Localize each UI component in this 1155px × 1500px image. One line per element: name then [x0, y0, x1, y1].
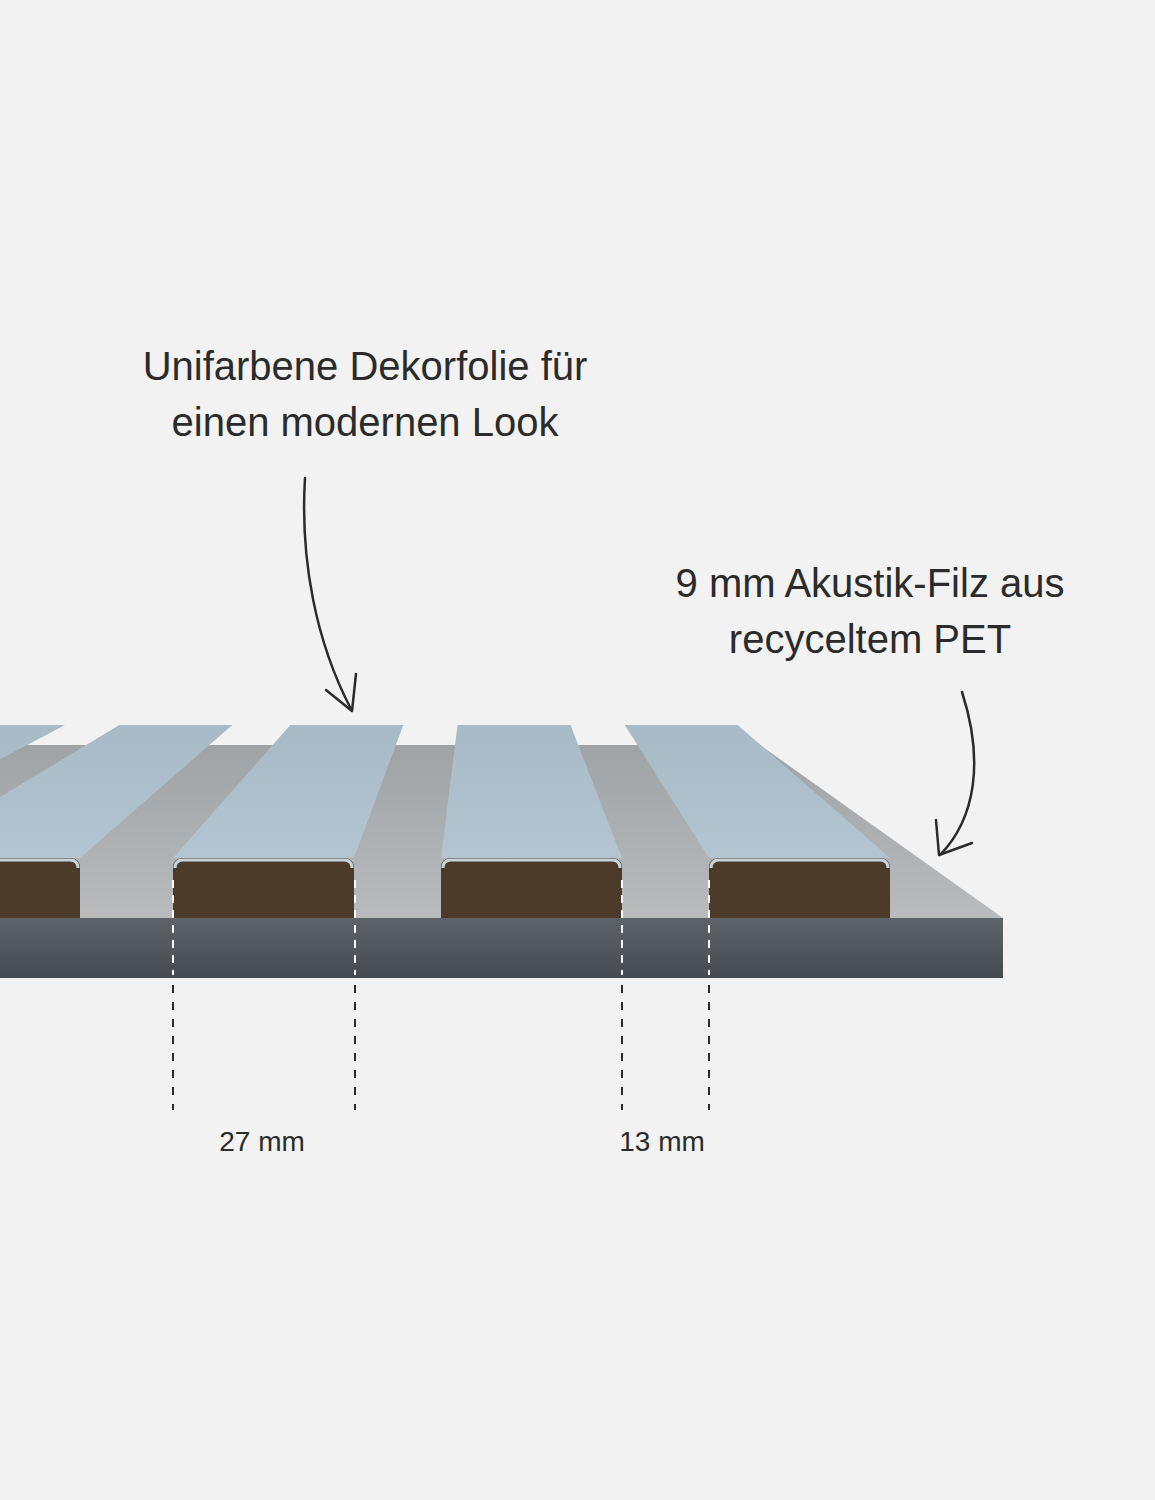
leader-arrows: [304, 478, 974, 855]
slats: [0, 725, 890, 918]
foil-edge: [175, 860, 352, 868]
slat: [625, 725, 890, 918]
foil-edge: [443, 860, 620, 868]
callout-text: 9 mm Akustik-Filz aus recyceltem PET: [650, 555, 1090, 667]
dimension-lines: [173, 880, 709, 1110]
dimension-label: 27 mm: [192, 1122, 332, 1161]
slat-core: [709, 858, 890, 918]
dim-line: [172, 985, 174, 1110]
callout-text: Unifarbene Dekorfolie für einen modernen…: [115, 338, 615, 450]
dim-line: [621, 985, 623, 1110]
slat-top: [441, 725, 622, 858]
dim-line: [172, 880, 174, 975]
dim-line: [621, 880, 623, 975]
slat-top: [173, 725, 403, 858]
foil-edge: [711, 860, 888, 868]
dim-line: [708, 985, 710, 1110]
dim-line: [354, 985, 356, 1110]
arrowhead: [936, 820, 972, 855]
slat-core: [0, 858, 80, 918]
leader-line: [940, 692, 974, 855]
slat-core: [441, 858, 622, 918]
slat-top: [625, 725, 890, 858]
arrowhead: [326, 674, 356, 711]
foil-edge: [0, 860, 78, 868]
leader-line: [304, 478, 351, 709]
dim-line: [708, 880, 710, 975]
slat: [441, 725, 622, 918]
felt-front: [0, 918, 1003, 978]
slat-core: [173, 858, 354, 918]
dimension-label: 13 mm: [592, 1122, 732, 1161]
dim-line: [354, 880, 356, 975]
slat: [173, 725, 403, 918]
